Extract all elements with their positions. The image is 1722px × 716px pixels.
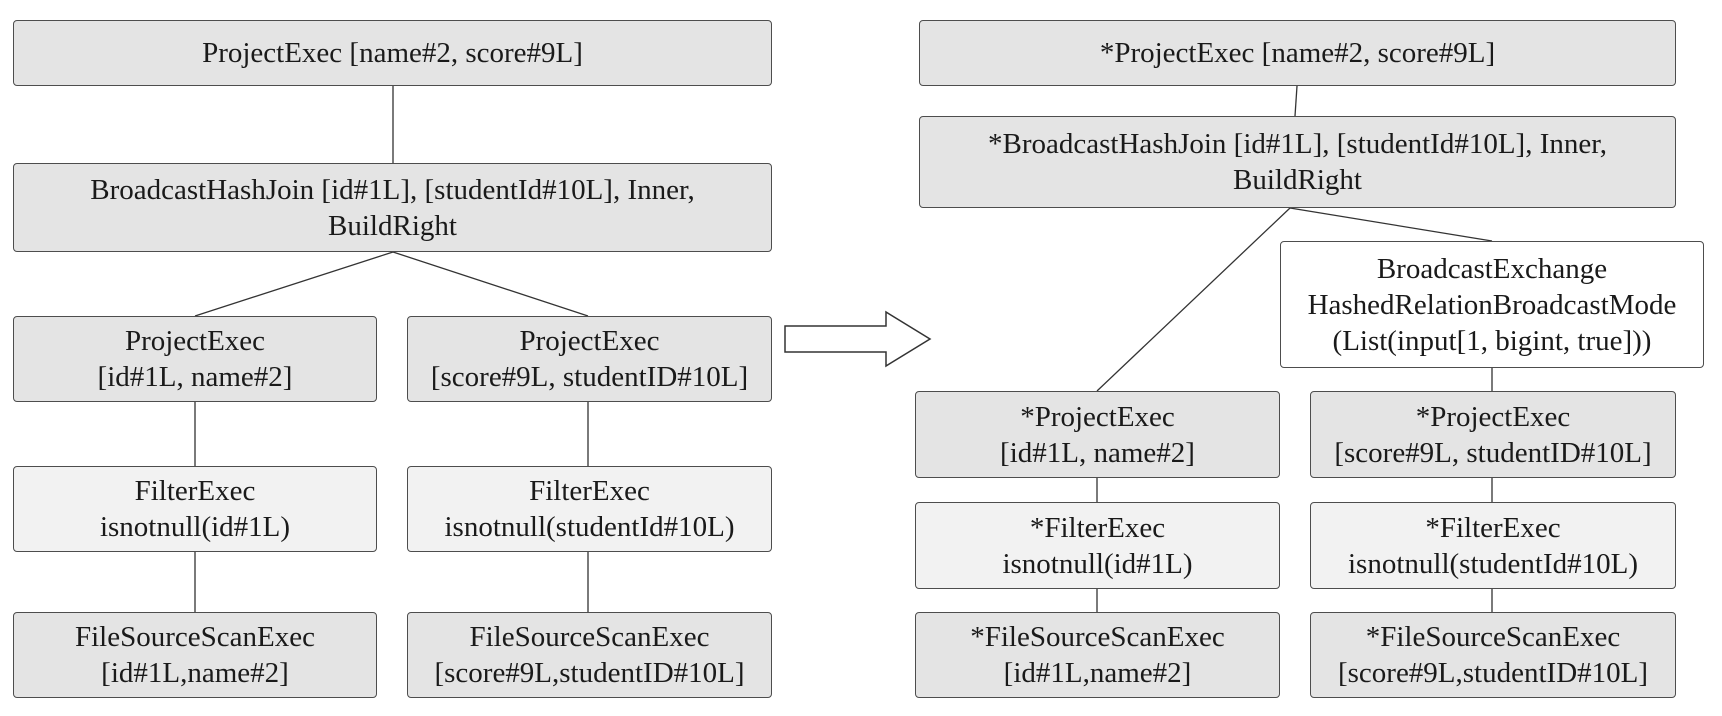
edge-left-join-project-right: [392, 251, 589, 317]
node-label: [score#9L,studentID#10L]: [1337, 657, 1649, 689]
node-label: [id#1L,name#2]: [1003, 657, 1192, 689]
node-label: [id#1L,name#2]: [101, 657, 289, 689]
left-project-right-node: ProjectExec [score#9L, studentID#10L]: [407, 316, 772, 402]
edge-right-join-exchange: [1289, 207, 1493, 242]
right-scan-left-node: *FileSourceScanExec [id#1L,name#2]: [915, 612, 1280, 698]
right-project-right-node: *ProjectExec [score#9L, studentID#10L]: [1310, 391, 1676, 478]
node-label: [score#9L, studentID#10L]: [1334, 436, 1652, 469]
right-filter-right-node: *FilterExec isnotnull(studentId#10L): [1310, 502, 1676, 589]
right-filter-left-node: *FilterExec isnotnull(id#1L): [915, 502, 1280, 589]
right-project-left-node: *ProjectExec [id#1L, name#2]: [915, 391, 1280, 478]
edge-right-join-project-left: [1096, 207, 1291, 392]
node-label: [score#9L, studentID#10L]: [430, 361, 749, 393]
node-label: ProjectExec: [519, 325, 660, 357]
node-label: *FilterExec: [1425, 511, 1561, 544]
transform-arrow-icon: [784, 310, 932, 368]
node-label: ProjectExec: [124, 325, 266, 357]
node-label: BroadcastHashJoin [id#1L], [studentId#10…: [90, 173, 695, 206]
node-label: FileSourceScanExec: [75, 621, 315, 653]
left-project-left-node: ProjectExec [id#1L, name#2]: [13, 316, 377, 402]
node-label: isnotnull(studentId#10L): [1348, 547, 1638, 580]
node-label: FileSourceScanExec: [469, 621, 710, 653]
node-label: FilterExec: [134, 475, 256, 507]
node-label: (List(input[1, bigint, true])): [1332, 324, 1652, 357]
node-label: isnotnull(studentId#10L): [444, 511, 735, 543]
left-filter-right-node: FilterExec isnotnull(studentId#10L): [407, 466, 772, 552]
node-label: *ProjectExec [name#2, score#9L]: [1099, 37, 1496, 69]
node-label: isnotnull(id#1L): [1002, 547, 1193, 580]
node-label: [id#1L, name#2]: [1000, 436, 1195, 469]
node-label: *ProjectExec: [1020, 400, 1175, 433]
right-scan-right-node: *FileSourceScanExec [score#9L,studentID#…: [1310, 612, 1676, 698]
right-project-top-node: *ProjectExec [name#2, score#9L]: [919, 20, 1676, 86]
node-label: BuildRight: [328, 209, 457, 242]
node-label: ProjectExec [name#2, score#9L]: [202, 37, 583, 69]
node-label: *BroadcastHashJoin [id#1L], [studentId#1…: [988, 128, 1607, 160]
edge-right-top-join: [1294, 85, 1298, 117]
node-label: *ProjectExec: [1415, 400, 1571, 433]
left-scan-right-node: FileSourceScanExec [score#9L,studentID#1…: [407, 612, 772, 698]
left-project-top-node: ProjectExec [name#2, score#9L]: [13, 20, 772, 86]
left-scan-left-node: FileSourceScanExec [id#1L,name#2]: [13, 612, 377, 698]
right-broadcast-exchange-node: BroadcastExchange HashedRelationBroadcas…: [1280, 241, 1704, 368]
left-filter-left-node: FilterExec isnotnull(id#1L): [13, 466, 377, 552]
node-label: *FileSourceScanExec: [1365, 621, 1621, 653]
right-broadcast-hash-join-node: *BroadcastHashJoin [id#1L], [studentId#1…: [919, 116, 1676, 208]
node-label: *FilterExec: [1029, 511, 1166, 544]
node-label: *FileSourceScanExec: [970, 621, 1225, 653]
node-label: [score#9L,studentID#10L]: [434, 657, 745, 689]
node-label: FilterExec: [529, 475, 650, 507]
node-label: BroadcastExchange: [1376, 252, 1608, 285]
node-label: isnotnull(id#1L): [99, 511, 291, 543]
node-label: BuildRight: [1233, 164, 1362, 196]
edge-left-join-project-left: [194, 251, 394, 317]
node-label: [id#1L, name#2]: [97, 361, 293, 393]
node-label: HashedRelationBroadcastMode: [1307, 288, 1677, 321]
left-broadcast-hash-join-node: BroadcastHashJoin [id#1L], [studentId#10…: [13, 163, 772, 252]
